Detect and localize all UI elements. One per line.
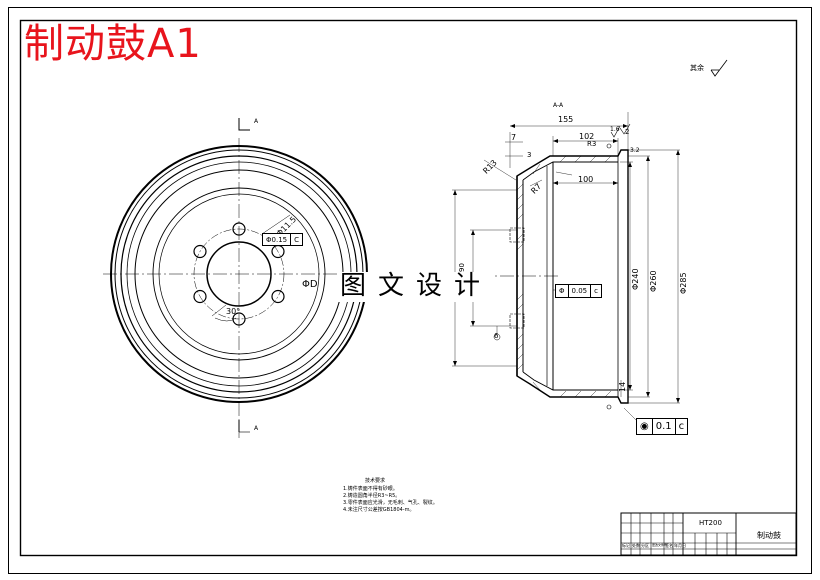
tb-cell: 处数	[632, 543, 640, 548]
notes-heading: 技术要求	[365, 478, 386, 484]
section-marker-top: A	[254, 118, 259, 125]
runout-tol-value: 0.1	[653, 419, 676, 434]
bolt-hole	[271, 289, 285, 304]
dim-7: 7	[511, 133, 517, 142]
position-tol-value: Φ0.15	[263, 234, 292, 245]
watermark: 图文设计	[338, 271, 495, 302]
dim-102: 102	[579, 132, 595, 141]
tb-cell: 标记	[622, 543, 630, 548]
section-label: A-A	[553, 102, 564, 109]
dia-285: Φ285	[679, 272, 688, 294]
flatness-tol-datum: c	[594, 287, 598, 295]
section-marker-bottom: A	[254, 425, 259, 432]
drawing-title: 制动鼓A1	[24, 21, 202, 67]
title-block	[620, 512, 797, 556]
outer-border	[8, 7, 812, 574]
material-cell: HT200	[699, 519, 722, 527]
bolt-hole	[232, 312, 246, 326]
position-tolerance-frame: Φ0.15 C	[262, 233, 303, 246]
note-line: 2.铸造圆角半径R3~R5。	[343, 493, 401, 499]
part-name-cell: 制动鼓	[757, 531, 781, 540]
center-bore	[206, 241, 272, 307]
dim-14: 14	[618, 381, 627, 392]
dim-100: 100	[578, 175, 594, 184]
tb-cell: 年月日	[674, 543, 686, 548]
tb-cell: 更改文件号	[652, 543, 668, 547]
flatness-tol-value: 0.05	[569, 285, 592, 297]
datum-6: 6	[494, 332, 499, 340]
runout-tol-datum: c	[678, 421, 685, 432]
tb-cell: 签名	[665, 543, 673, 548]
roughness-3-2: 3.2	[630, 147, 640, 154]
inner-border	[19, 19, 798, 557]
surface-finish-symbol	[710, 59, 728, 77]
technical-notes: 技术要求 1.铸件表面不得有砂眼。 2.铸造圆角半径R3~R5。 3.零件表面应…	[343, 478, 438, 514]
section-view	[452, 112, 680, 425]
bolt-hole	[193, 244, 207, 259]
center-bore-dimension: ΦD	[302, 279, 318, 290]
roughness-1-6: 1.6	[610, 126, 620, 133]
runout-tolerance-frame: ◉ 0.1 c	[636, 418, 689, 435]
note-line: 1.铸件表面不得有砂眼。	[343, 486, 398, 492]
dia-240: Φ240	[631, 268, 640, 290]
position-tol-datum: C	[294, 235, 299, 244]
surface-finish-note: 其余	[690, 64, 704, 72]
flatness-tol-symbol: Φ	[556, 285, 569, 297]
tb-cell: 分区	[641, 543, 649, 548]
angle-dimension: 30°	[226, 307, 241, 316]
bolt-circle	[193, 228, 285, 320]
runout-icon: ◉	[637, 419, 653, 434]
dim-155: 155	[558, 115, 574, 124]
note-line: 3.零件表面应光滑，无毛刺、气孔、裂纹。	[343, 500, 438, 506]
radius-3: R3	[587, 140, 597, 148]
chamfer-2: 2	[625, 128, 630, 136]
note-line: 4.未注尺寸公差按GB1804-m。	[343, 507, 415, 513]
bolt-hole	[193, 289, 207, 304]
flatness-tolerance-frame: Φ 0.05 c	[555, 284, 602, 298]
bolt-hole	[232, 222, 246, 236]
dia-260: Φ260	[649, 270, 658, 292]
dim-3: 3	[527, 151, 532, 159]
